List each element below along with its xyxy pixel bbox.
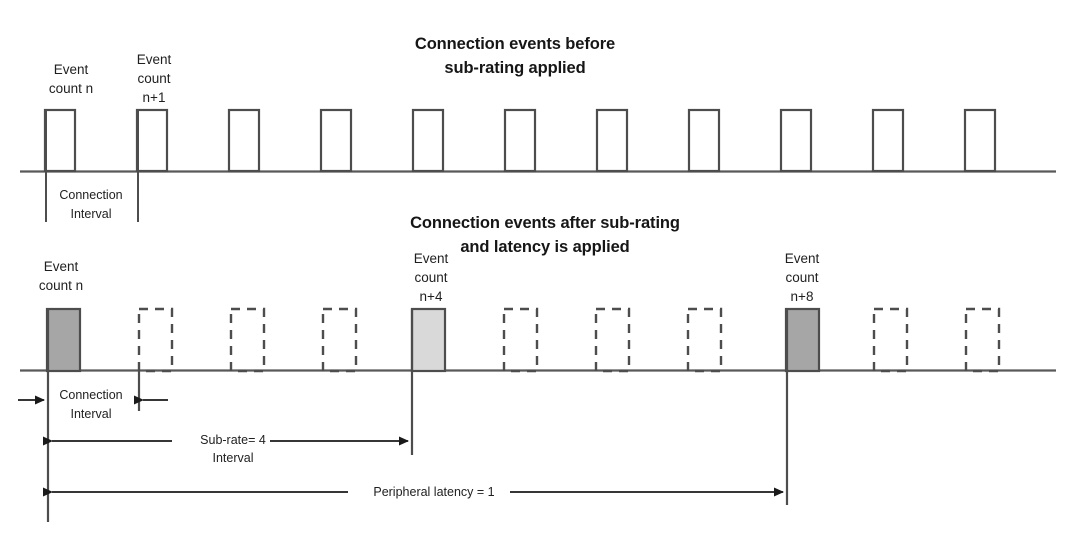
bottom-pulse-10 xyxy=(964,307,1001,373)
top-connection-interval-label: Connection Interval xyxy=(46,186,136,224)
top-pulse-1 xyxy=(135,108,169,173)
top-pulse-group xyxy=(43,108,997,173)
sub-rate-line2: Interval xyxy=(212,451,254,465)
top-pulse-5 xyxy=(503,108,537,173)
top-pulse-2 xyxy=(227,108,261,173)
bottom-pulse-3 xyxy=(321,307,358,373)
top-event-label-n: Event count n xyxy=(25,60,117,98)
top-pulse-10 xyxy=(963,108,997,173)
bottom-event-label-n4-line1: Event xyxy=(413,251,449,266)
peripheral-latency-label: Peripheral latency = 1 xyxy=(344,483,524,501)
bottom-event-label-n: Event count n xyxy=(14,257,108,295)
bottom-pulse-group xyxy=(45,307,1001,373)
bottom-event-label-n4-line3: n+4 xyxy=(419,289,443,304)
top-pulse-7 xyxy=(687,108,721,173)
top-event-label-n1: Event count n+1 xyxy=(112,50,196,107)
top-pulse-9 xyxy=(871,108,905,173)
top-pulse-4 xyxy=(411,108,445,173)
bottom-event-label-n8: Event count n+8 xyxy=(760,249,844,306)
bottom-event-label-n-line1: Event xyxy=(43,259,79,274)
bottom-pulse-1 xyxy=(137,307,174,373)
dimension-arrows xyxy=(18,395,784,497)
bottom-connection-interval-line2: Interval xyxy=(70,407,112,421)
bottom-pulse-7 xyxy=(686,307,723,373)
top-event-label-n1-line2: count xyxy=(137,71,171,86)
bottom-pulse-6 xyxy=(594,307,631,373)
top-pulse-6 xyxy=(595,108,629,173)
sub-rate-label: Sub-rate= 4 Interval xyxy=(178,431,288,467)
bottom-event-label-n8-line1: Event xyxy=(784,251,820,266)
top-connection-interval-line2: Interval xyxy=(70,207,112,221)
top-pulse-3 xyxy=(319,108,353,173)
peripheral-latency-text: Peripheral latency = 1 xyxy=(373,485,495,499)
bottom-title-line2: and latency is applied xyxy=(460,238,630,256)
bottom-pulse-0 xyxy=(45,307,82,373)
bottom-pulse-5 xyxy=(502,307,539,373)
top-title-line1: Connection events before xyxy=(414,35,616,53)
top-event-label-n-line2: count n xyxy=(48,81,94,96)
top-title: Connection events before sub-rating appl… xyxy=(330,32,700,80)
top-title-line2: sub-rating applied xyxy=(444,59,586,77)
bottom-pulse-4 xyxy=(410,307,447,373)
bottom-event-label-n-line2: count n xyxy=(38,278,84,293)
bottom-title-line1: Connection events after sub-rating xyxy=(410,214,680,232)
top-event-label-n1-line3: n+1 xyxy=(142,90,166,105)
bottom-event-label-n8-line2: count xyxy=(785,270,819,285)
bottom-connection-interval-label: Connection Interval xyxy=(46,386,136,424)
top-event-label-n-line1: Event xyxy=(53,62,89,77)
top-pulse-8 xyxy=(779,108,813,173)
top-event-label-n1-line1: Event xyxy=(136,52,172,67)
sub-rate-line1: Sub-rate= 4 xyxy=(200,433,266,447)
bottom-pulse-9 xyxy=(872,307,909,373)
bottom-title: Connection events after sub-rating and l… xyxy=(310,211,780,259)
bottom-connection-interval-line1: Connection xyxy=(59,388,123,402)
bottom-waveform xyxy=(20,307,1056,522)
bottom-pulse-8 xyxy=(784,307,821,373)
top-waveform xyxy=(20,108,1056,222)
top-pulse-0 xyxy=(43,108,77,173)
top-connection-interval-line1: Connection xyxy=(59,188,123,202)
bottom-event-label-n8-line3: n+8 xyxy=(790,289,814,304)
bottom-event-label-n4-line2: count xyxy=(414,270,448,285)
bottom-event-label-n4: Event count n+4 xyxy=(389,249,473,306)
bottom-pulse-2 xyxy=(229,307,266,373)
